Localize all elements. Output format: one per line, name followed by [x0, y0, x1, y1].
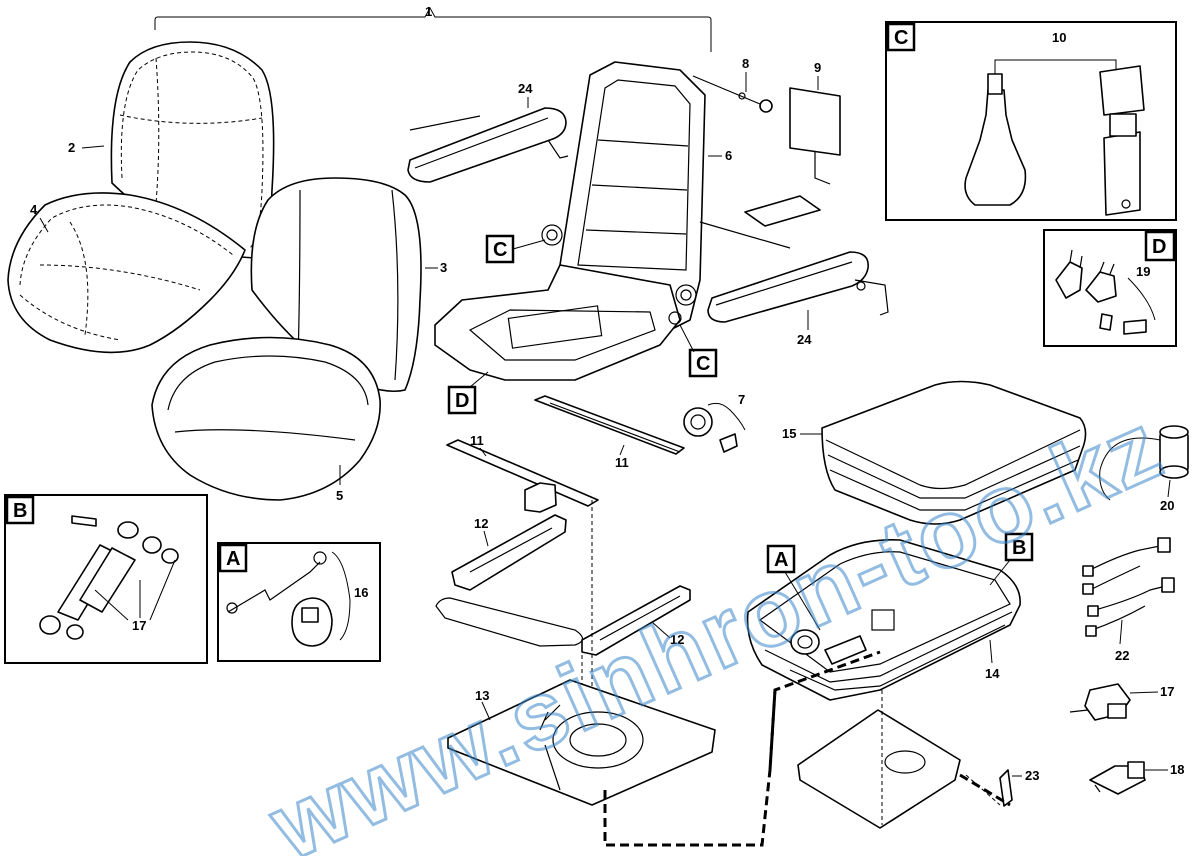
cushion-15: 15	[782, 380, 1087, 525]
detail-box-b: B 17	[4, 494, 208, 664]
callout-13: 13	[475, 688, 489, 703]
bolt-8: 8	[692, 56, 773, 113]
callout-18: 19	[1136, 264, 1150, 279]
wire-harness-22: 22	[1082, 537, 1175, 663]
frame-tag-c2: C	[696, 353, 710, 375]
callout-1: 1	[425, 4, 432, 19]
susp-tag-a: A	[774, 549, 788, 571]
rail-11-lower: 11	[446, 433, 599, 513]
callout-15: 15	[782, 426, 796, 441]
rail-11-upper: 11	[534, 395, 685, 470]
callout-14: 14	[985, 666, 1000, 681]
armrest-24-right: 24	[707, 251, 889, 347]
valve-20: 17	[1069, 683, 1174, 721]
callout-12-a: 12	[474, 516, 488, 531]
seat-cushion-5	[151, 336, 381, 501]
callout-20: 17	[1160, 684, 1174, 699]
susp-tag-b: B	[1012, 537, 1026, 559]
callout-6: 6	[725, 148, 732, 163]
group-bracket-1: 1	[154, 4, 712, 52]
detail-a-tag: A	[226, 548, 240, 570]
callout-19: 20	[1160, 498, 1174, 513]
seat-frame-6: 6	[434, 61, 732, 381]
callout-24-top: 24	[518, 81, 533, 96]
base-plate-13: 13	[447, 679, 716, 806]
callout-11-a: 11	[615, 455, 629, 470]
frame-detail-tags: C C D	[447, 234, 718, 415]
seat-cushion-set-3-5: 3 5	[151, 177, 447, 503]
callout-3: 3	[440, 260, 447, 275]
detail-box-a: A 16	[217, 542, 381, 662]
detail-d-tag: D	[1152, 236, 1166, 258]
callout-9: 9	[814, 60, 821, 75]
callout-23: 23	[1025, 768, 1039, 783]
slide-rail-12-left: 12	[435, 514, 584, 647]
frame-tag-c1: C	[493, 239, 507, 261]
knob-7: 7	[683, 392, 746, 453]
callout-21: 18	[1170, 762, 1184, 777]
watermark: www.sinhron-too.kz	[255, 391, 1179, 856]
frame-tag-d: D	[455, 390, 469, 412]
detail-c-tag: C	[894, 27, 908, 49]
callout-4: 4	[30, 202, 38, 217]
callout-7: 7	[738, 392, 745, 407]
callout-10: 10	[1052, 30, 1066, 45]
callout-12-b: 12	[670, 632, 684, 647]
plate-9: 9	[744, 60, 841, 227]
detail-b-tag: B	[13, 500, 27, 522]
mounting-plate: 23	[797, 690, 1039, 829]
callout-11-b: 11	[470, 433, 484, 448]
callout-24-right: 24	[797, 332, 812, 347]
seat-cover-set-left: 2 4	[7, 41, 275, 354]
callout-5: 5	[336, 488, 343, 503]
callout-16: 16	[354, 585, 368, 600]
switch-21: 18	[1089, 761, 1184, 795]
armrest-24-left: 24	[407, 81, 569, 183]
callout-2: 2	[68, 140, 75, 155]
connection-lines	[603, 650, 1011, 847]
suspension-unit-14: 14 A B	[746, 532, 1034, 701]
slide-rail-12-right: 12	[581, 585, 691, 656]
detail-box-c: C 10	[885, 21, 1177, 221]
callout-22: 22	[1115, 648, 1129, 663]
detail-box-d: D 19	[1043, 229, 1177, 347]
compressor-19: 20	[1099, 425, 1189, 513]
callout-17: 17	[132, 618, 146, 633]
callout-8: 8	[742, 56, 749, 71]
